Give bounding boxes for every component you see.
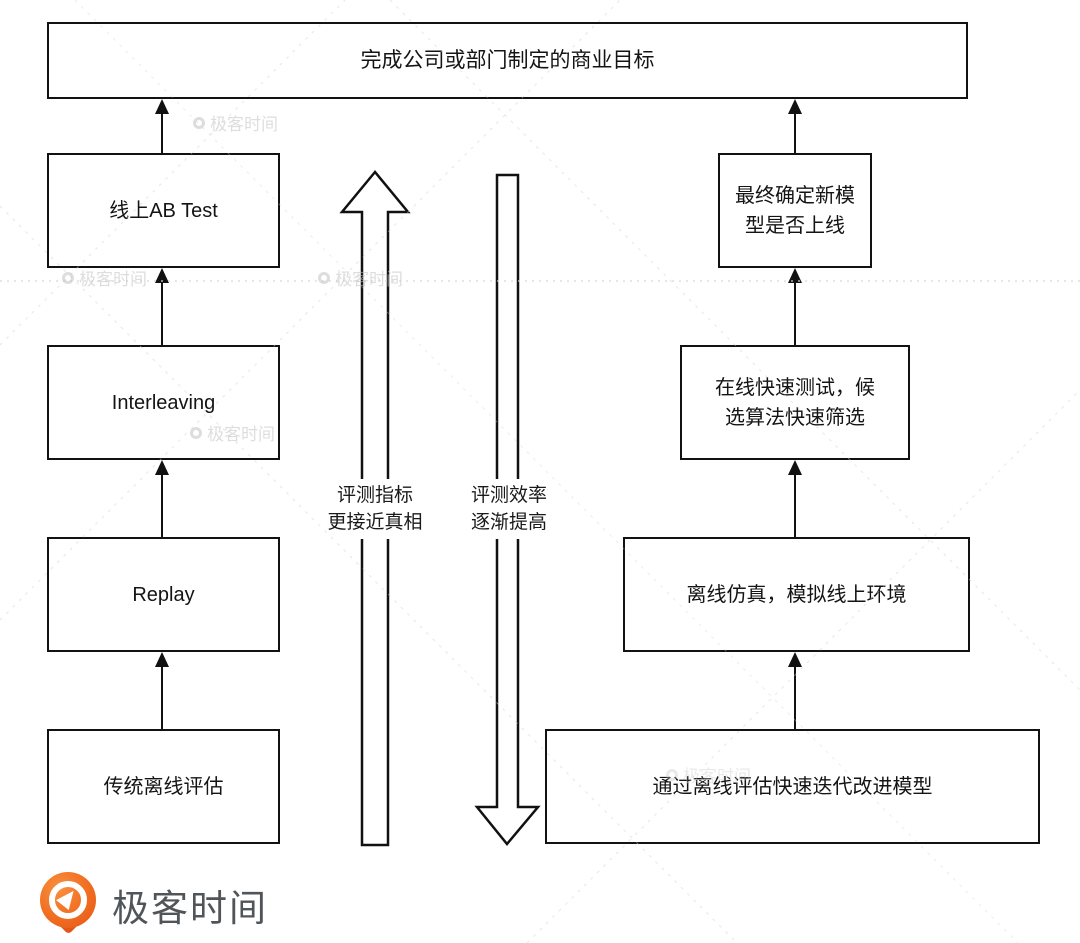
geektime-logo-text: 极客时间	[112, 888, 268, 929]
up-arrow-label-line2: 更接近真相	[327, 512, 423, 533]
down-arrow-label: 评测效率 逐渐提高	[465, 479, 553, 539]
down-arrow-label-line1: 评测效率	[470, 485, 548, 506]
up-arrow-label-line1: 评测指标	[336, 485, 414, 506]
geektime-logo-icon	[40, 872, 98, 938]
geektime-logo: 极客时间	[40, 872, 268, 938]
down-arrow-label-line2: 逐渐提高	[470, 512, 548, 533]
up-arrow-label: 评测指标 更接近真相	[322, 479, 428, 539]
